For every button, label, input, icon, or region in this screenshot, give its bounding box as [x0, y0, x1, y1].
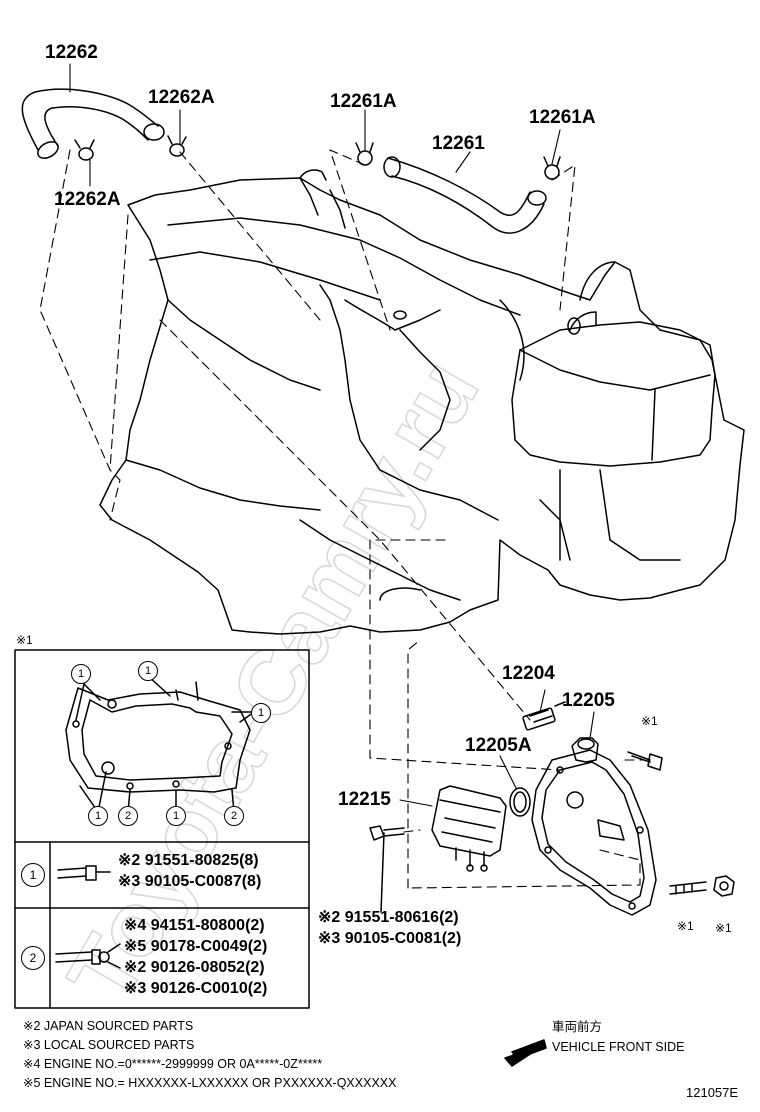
grommet-12205 — [571, 737, 599, 763]
inset-bolt-1 — [57, 865, 111, 881]
bolt-left — [369, 825, 405, 913]
label-12204: 12204 — [502, 663, 555, 684]
bolt-top-right — [627, 751, 663, 771]
mark-star1-inset: ※1 — [16, 633, 33, 647]
label-12261a-right: 12261A — [529, 107, 596, 128]
mark-star1-bolt: ※1 — [641, 714, 658, 728]
table-row-2-line-1: ※4 94151-80800(2) — [124, 917, 265, 934]
table-row-1-line-2: ※3 90105-C0087(8) — [118, 873, 262, 890]
bolt-part-line-1: ※2 91551-80616(2) — [318, 909, 459, 926]
table-row-1-line-1: ※2 91551-80825(8) — [118, 852, 259, 869]
table-row-2-line-3: ※2 90126-08052(2) — [124, 959, 265, 976]
table-row-1-index: 1 — [21, 863, 45, 887]
cover-plate — [531, 749, 657, 916]
table-row-2-line-4: ※3 90126-C0010(2) — [124, 980, 268, 997]
reference-lines — [39, 149, 646, 889]
label-12262a-upper: 12262A — [148, 87, 215, 108]
note-3: ※3 LOCAL SOURCED PARTS — [23, 1038, 195, 1052]
label-12215: 12215 — [338, 789, 391, 810]
note-2: ※2 JAPAN SOURCED PARTS — [23, 1019, 194, 1033]
mark-star1-stud: ※1 — [677, 919, 694, 933]
note-5: ※5 ENGINE NO.= HXXXXXX-LXXXXXX OR PXXXXX… — [23, 1076, 397, 1090]
mark-star1-nut: ※1 — [715, 921, 732, 935]
engine-block — [99, 169, 745, 635]
label-12261a-left: 12261A — [330, 91, 397, 112]
label-12261: 12261 — [432, 133, 485, 154]
clamp-12262a — [74, 135, 187, 161]
gasket-callout: 1 — [251, 703, 271, 723]
pcv-valve-12204 — [522, 701, 566, 731]
hose-12261 — [383, 156, 547, 234]
label-12205a: 12205A — [465, 735, 532, 756]
nut — [713, 875, 735, 897]
direction-jp: 車両前方 — [552, 1020, 603, 1034]
table-row-2-index: 2 — [21, 946, 45, 970]
label-leaders — [69, 63, 595, 807]
stud-bolt — [669, 881, 707, 895]
gasket-callout: 1 — [138, 661, 158, 681]
gasket-callout: 1 — [71, 664, 91, 684]
note-4: ※4 ENGINE NO.=0******-2999999 OR 0A*****… — [23, 1057, 323, 1071]
table-row-2-line-2: ※5 90178-C0049(2) — [124, 938, 268, 955]
direction-en: VEHICLE FRONT SIDE — [552, 1040, 685, 1054]
gasket-callout: 2 — [118, 806, 138, 826]
inset-gasket — [65, 675, 255, 813]
label-12262: 12262 — [45, 42, 98, 63]
gasket-callout: 1 — [166, 806, 186, 826]
hose-12262 — [21, 88, 165, 159]
diagram-id: 121057E — [686, 1085, 739, 1100]
label-12205: 12205 — [562, 690, 615, 711]
gasket-12205a — [509, 787, 531, 817]
label-12262a-lower: 12262A — [54, 189, 121, 210]
bolt-part-line-2: ※3 90105-C0081(2) — [318, 930, 462, 947]
inset-bolt-2 — [55, 943, 121, 969]
gasket-callout: 1 — [88, 806, 108, 826]
gasket-callout-text: 1 — [94, 810, 102, 822]
oil-separator-12215 — [431, 785, 507, 872]
inset-box — [14, 649, 310, 1009]
gasket-callout: 2 — [224, 806, 244, 826]
